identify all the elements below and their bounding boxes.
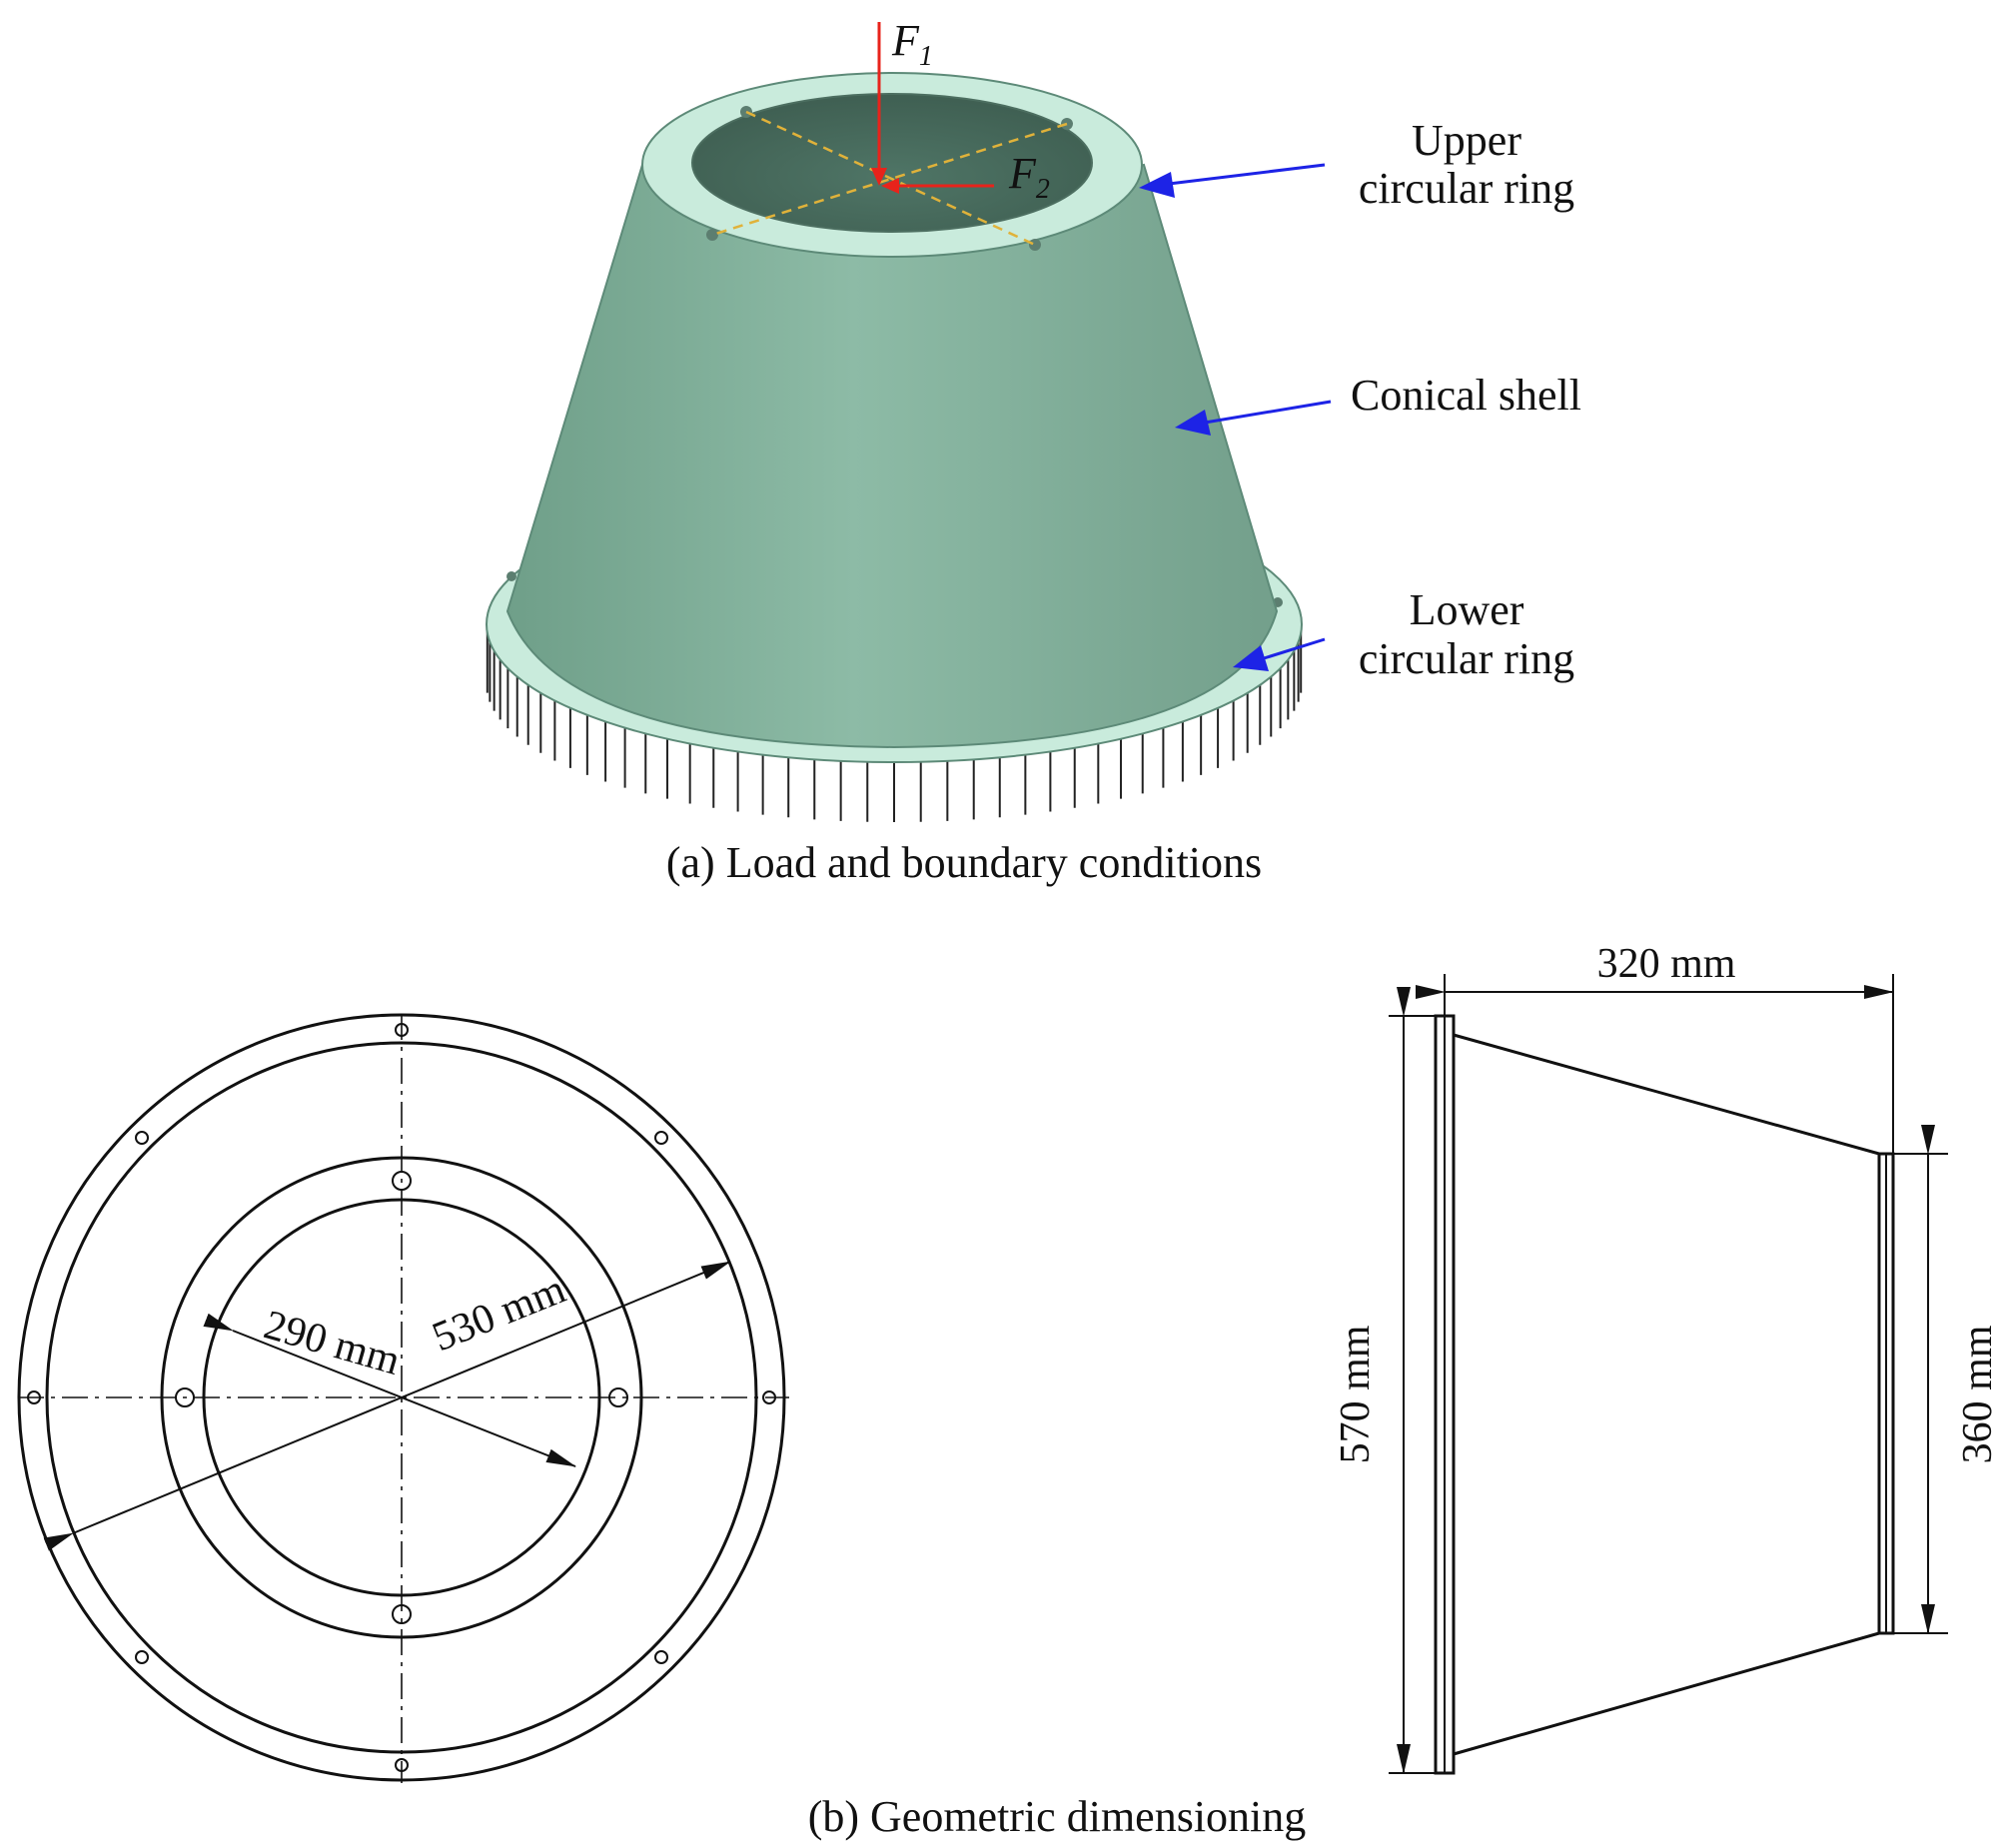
panel-b-top-view: 290 mm 530 mm xyxy=(17,1013,789,1783)
label-conical-shell: Conical shell xyxy=(1351,371,1581,420)
force-f1-arrowhead xyxy=(871,168,887,186)
bolt-line-2 xyxy=(711,122,1068,237)
dim-530-arrow xyxy=(43,1261,731,1551)
dim-360-label: 360 mm xyxy=(1955,1325,2001,1463)
dim-570-label: 570 mm xyxy=(1333,1325,1379,1463)
force-f2-arrowhead xyxy=(881,178,899,194)
upper-ring-opening xyxy=(691,93,1093,233)
panel-b-side-view: 320 mm 570 mm 360 mm xyxy=(1333,941,2001,1775)
caption-b: (b) Geometric dimensioning xyxy=(808,1792,1307,1841)
fixed-support-ticks xyxy=(486,626,1303,822)
outer-bolt-holes xyxy=(27,1023,776,1772)
label-lower-ring-1: Lower xyxy=(1410,585,1524,634)
label-upper-ring-1: Upper xyxy=(1412,116,1521,165)
dim-530-label: 530 mm xyxy=(427,1266,572,1361)
dim-290-label: 290 mm xyxy=(259,1302,405,1385)
force-f2-label: F2 xyxy=(1008,149,1050,205)
cone-edge-top xyxy=(1453,1033,1880,1156)
cone-edge-bottom xyxy=(1453,1631,1880,1756)
force-f1-label: F1 xyxy=(891,16,933,72)
dim-320-label: 320 mm xyxy=(1597,941,1736,987)
label-lower-ring-2: circular ring xyxy=(1359,634,1574,683)
label-upper-ring-2: circular ring xyxy=(1359,164,1574,213)
pointer-arrows xyxy=(1139,163,1332,671)
caption-a: (a) Load and boundary conditions xyxy=(666,838,1262,887)
panel-a-3d-model: F1 F2 Upper circular ring Conical shell … xyxy=(486,16,1581,887)
bolt-line-1 xyxy=(745,110,1036,247)
